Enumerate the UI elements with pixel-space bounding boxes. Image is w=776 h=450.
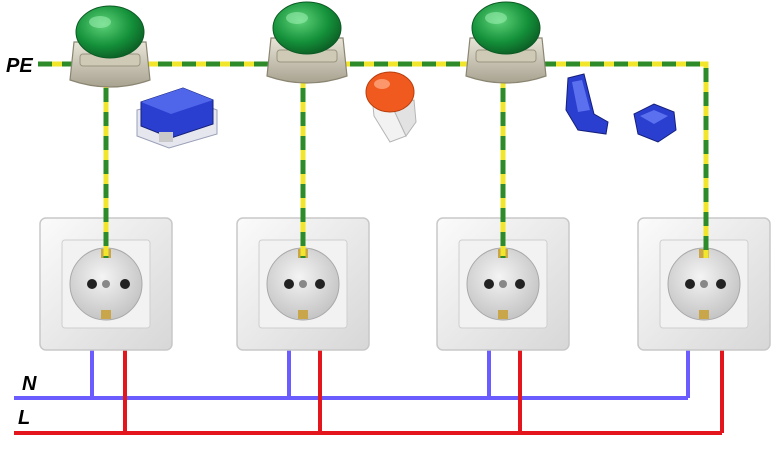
connector-dome (471, 1, 541, 55)
connector-dome (272, 1, 342, 55)
live-pin-hole (716, 279, 726, 289)
neutral-pin-hole (87, 279, 97, 289)
socket-3 (436, 217, 570, 351)
live-pin-hole (315, 279, 325, 289)
pe-wires (38, 61, 709, 258)
green-connectors (69, 1, 547, 88)
pe-bus-wire-stripes (38, 61, 709, 258)
dome-highlight (485, 12, 507, 24)
center-screw (700, 280, 708, 288)
live-pin-hole (515, 279, 525, 289)
splice-right-highlight (640, 110, 668, 124)
socket-4 (637, 217, 771, 351)
connector-dome (75, 5, 145, 59)
blue-crimp-connector-icon (136, 87, 218, 149)
neutral-pin-hole (484, 279, 494, 289)
n-label: N (22, 373, 37, 395)
ground-clip-bottom (298, 310, 308, 319)
neutral-pin-hole (284, 279, 294, 289)
center-screw (499, 280, 507, 288)
crimp-top (141, 88, 213, 114)
orange-push-connector-icon (365, 71, 417, 143)
center-screw (299, 280, 307, 288)
green-wire-nut-connector-1 (69, 5, 151, 88)
blue-splice-connector-icon (565, 73, 677, 143)
push-cap-highlight (374, 79, 390, 89)
live-pin-hole (120, 279, 130, 289)
green-wire-nut-connector-2 (266, 1, 348, 84)
ground-clip-bottom (699, 310, 709, 319)
neutral-pin-hole (685, 279, 695, 289)
push-cap (365, 71, 415, 113)
crimp-contact (159, 132, 173, 142)
dome-highlight (89, 16, 111, 28)
splice-left-highlight (572, 80, 590, 112)
pe-label: PE (6, 55, 33, 77)
l-label: L (18, 407, 30, 429)
center-screw (102, 280, 110, 288)
ground-clip-bottom (498, 310, 508, 319)
socket-2 (236, 217, 370, 351)
ground-clip-bottom (101, 310, 111, 319)
sockets (39, 217, 771, 351)
dome-highlight (286, 12, 308, 24)
green-wire-nut-connector-3 (465, 1, 547, 84)
